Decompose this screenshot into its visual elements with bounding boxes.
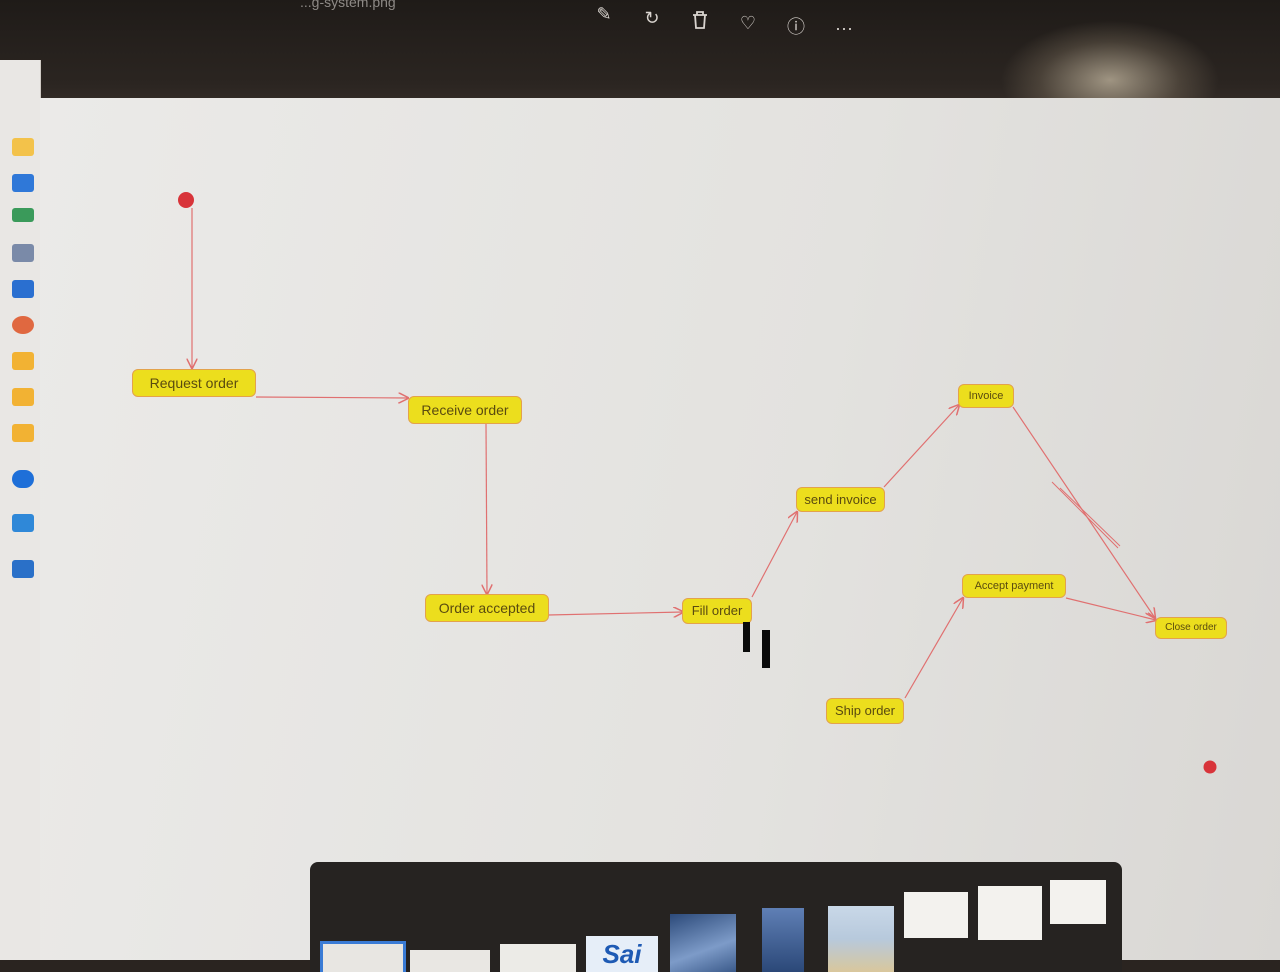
delete-icon[interactable] [686, 6, 714, 34]
onedrive-icon[interactable] [12, 470, 34, 488]
edit-image-icon[interactable]: ✎ [596, 3, 612, 24]
thumbnail-portrait-1[interactable] [670, 914, 736, 972]
node-close-order[interactable]: Close order [1155, 617, 1227, 639]
transition-fill-sendinvoice [751, 512, 797, 598]
thumbnail-current[interactable] [320, 941, 406, 972]
node-invoice[interactable]: Invoice [958, 384, 1014, 408]
text-cursor-mark [762, 630, 770, 668]
desktop-folder-icon[interactable] [12, 174, 34, 192]
transition-receive-accepted [486, 423, 487, 594]
transition-request-receive [255, 397, 408, 398]
thumbnail-diagram-3[interactable] [904, 892, 968, 938]
node-ship-order[interactable]: Ship order [826, 698, 904, 724]
folder-icon[interactable] [12, 388, 34, 406]
file-title: ...g-system.png [300, 0, 396, 10]
pictures-icon[interactable] [12, 280, 34, 298]
download-icon[interactable] [12, 208, 34, 222]
node-accept-payment[interactable]: Accept payment [962, 574, 1066, 598]
more-icon[interactable]: ··· [835, 17, 853, 38]
rotate-icon[interactable]: ↻ [644, 7, 660, 28]
thumbnail-sai-logo[interactable]: Sai [586, 936, 658, 972]
thumbnail-diagram-5[interactable] [1050, 880, 1106, 924]
folder-icon[interactable] [12, 424, 34, 442]
node-request-order[interactable]: Request order [132, 369, 256, 397]
transition-sendinvoice-invoice [883, 405, 959, 488]
node-order-accepted[interactable]: Order accepted [425, 594, 549, 622]
folder-icon[interactable] [12, 352, 34, 370]
scribble-mark [1051, 481, 1121, 549]
start-node [178, 192, 194, 208]
transition-accept-close [1065, 597, 1156, 620]
node-receive-order[interactable]: Receive order [408, 396, 522, 424]
transition-invoice-close [1012, 406, 1155, 618]
thumbnail-portrait-2[interactable] [762, 908, 804, 972]
transition-ship-accept [904, 598, 963, 699]
text-cursor-mark [743, 622, 750, 652]
this-pc-icon[interactable] [12, 514, 34, 532]
viewer-toolbar: ✎ ↻ ♡ ⓘ ··· [590, 0, 878, 40]
network-icon[interactable] [12, 560, 34, 578]
node-send-invoice[interactable]: send invoice [796, 487, 885, 512]
thumbnail-filmstrip: Sai [310, 862, 1122, 972]
image-canvas [40, 98, 1280, 960]
thumbnail-diagram-4[interactable] [978, 886, 1042, 940]
end-node [1203, 760, 1217, 774]
left-side-panel [0, 60, 41, 960]
favorite-icon[interactable]: ♡ [739, 12, 757, 33]
node-fill-order[interactable]: Fill order [682, 598, 752, 624]
star-icon[interactable] [12, 138, 34, 156]
thumbnail-beach[interactable] [828, 906, 894, 972]
thumbnail-diagram-1[interactable] [410, 950, 490, 972]
info-icon[interactable]: ⓘ [787, 17, 805, 37]
music-icon[interactable] [12, 316, 34, 334]
thumbnail-diagram-2[interactable] [500, 944, 576, 972]
transition-accepted-fill [547, 612, 683, 615]
document-icon[interactable] [12, 244, 34, 262]
